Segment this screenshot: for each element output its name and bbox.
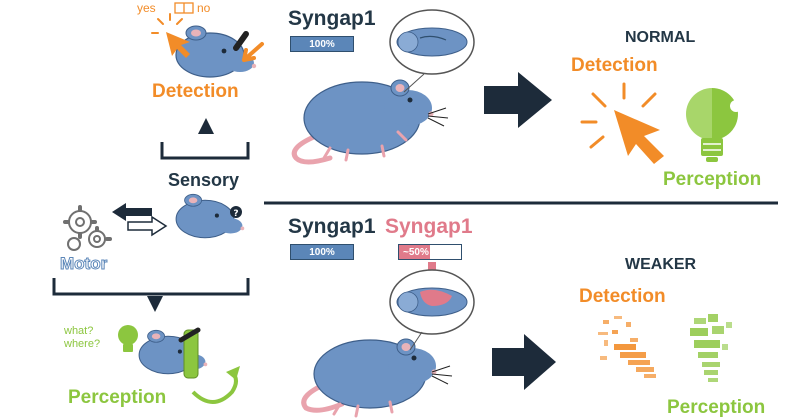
weaker-level-fill-mut: [399, 245, 430, 259]
weaker-mouse: [301, 331, 453, 418]
weaker-level-bar-wt: 100%: [290, 244, 354, 260]
normal-click-burst-icon: [580, 82, 657, 149]
puzzle-bulb-icon-small: [118, 325, 138, 352]
normal-level-text: 100%: [309, 38, 335, 50]
perception-bracket: [52, 278, 250, 296]
normal-perception-label: Perception: [663, 169, 762, 190]
weaker-gene-label-wt: Syngap1: [288, 215, 376, 238]
whisker-stimulus-arrow: [242, 42, 264, 62]
weaker-level-bar-mut: ~50%: [398, 244, 462, 260]
normal-result-arrow: [484, 72, 552, 128]
left-perception-label: Perception: [68, 387, 167, 408]
arrow-left-icon: [112, 203, 152, 221]
weaker-result-arrow: [492, 334, 556, 390]
down-arrow-icon: [147, 296, 163, 312]
up-arrow-icon: [198, 118, 214, 134]
weaker-perception-label: Perception: [667, 397, 766, 418]
normal-mouse: [291, 73, 449, 165]
svg-text:?: ?: [233, 209, 238, 219]
normal-detection-label: Detection: [571, 55, 658, 76]
weaker-lightbulb-fragmented-icon: [690, 314, 732, 382]
question-icon: [230, 206, 242, 218]
motor-label: Motor: [59, 254, 108, 273]
textured-cylinder: [183, 329, 199, 379]
sensory-label: Sensory: [168, 170, 240, 190]
left-detection-label: Detection: [152, 81, 239, 102]
no-label: no: [197, 1, 211, 15]
weaker-condition-label: WEAKER: [625, 256, 697, 273]
weaker-detection-label: Detection: [579, 286, 666, 307]
normal-brain-callout: [389, 9, 475, 75]
sensory-bracket: [160, 142, 250, 160]
normal-condition-label: NORMAL: [625, 29, 696, 46]
gears-icon: [63, 205, 112, 251]
weaker-level-text-wt: 100%: [309, 246, 335, 258]
weaker-level-text-mut: ~50%: [403, 247, 429, 258]
click-burst-icon: [151, 13, 183, 34]
cursor-icon: [166, 32, 190, 58]
arrow-right-icon: [127, 215, 168, 237]
whisker-stimulus-bar: [233, 31, 249, 51]
cycle-arrow-icon: [191, 370, 238, 404]
weaker-gene-label-mut: Syngap1: [385, 215, 473, 238]
yes-label: yes: [137, 1, 156, 15]
normal-cursor-icon: [614, 110, 664, 164]
normal-level-bar: 100%: [290, 36, 354, 52]
normal-lightbulb-puzzle-icon: [686, 88, 742, 162]
where-label: where?: [64, 338, 101, 350]
what-label: what?: [64, 325, 94, 337]
weaker-brain-callout: [389, 269, 475, 335]
weaker-cursor-fragmented-icon: [598, 316, 656, 378]
normal-gene-label: Syngap1: [288, 7, 376, 30]
